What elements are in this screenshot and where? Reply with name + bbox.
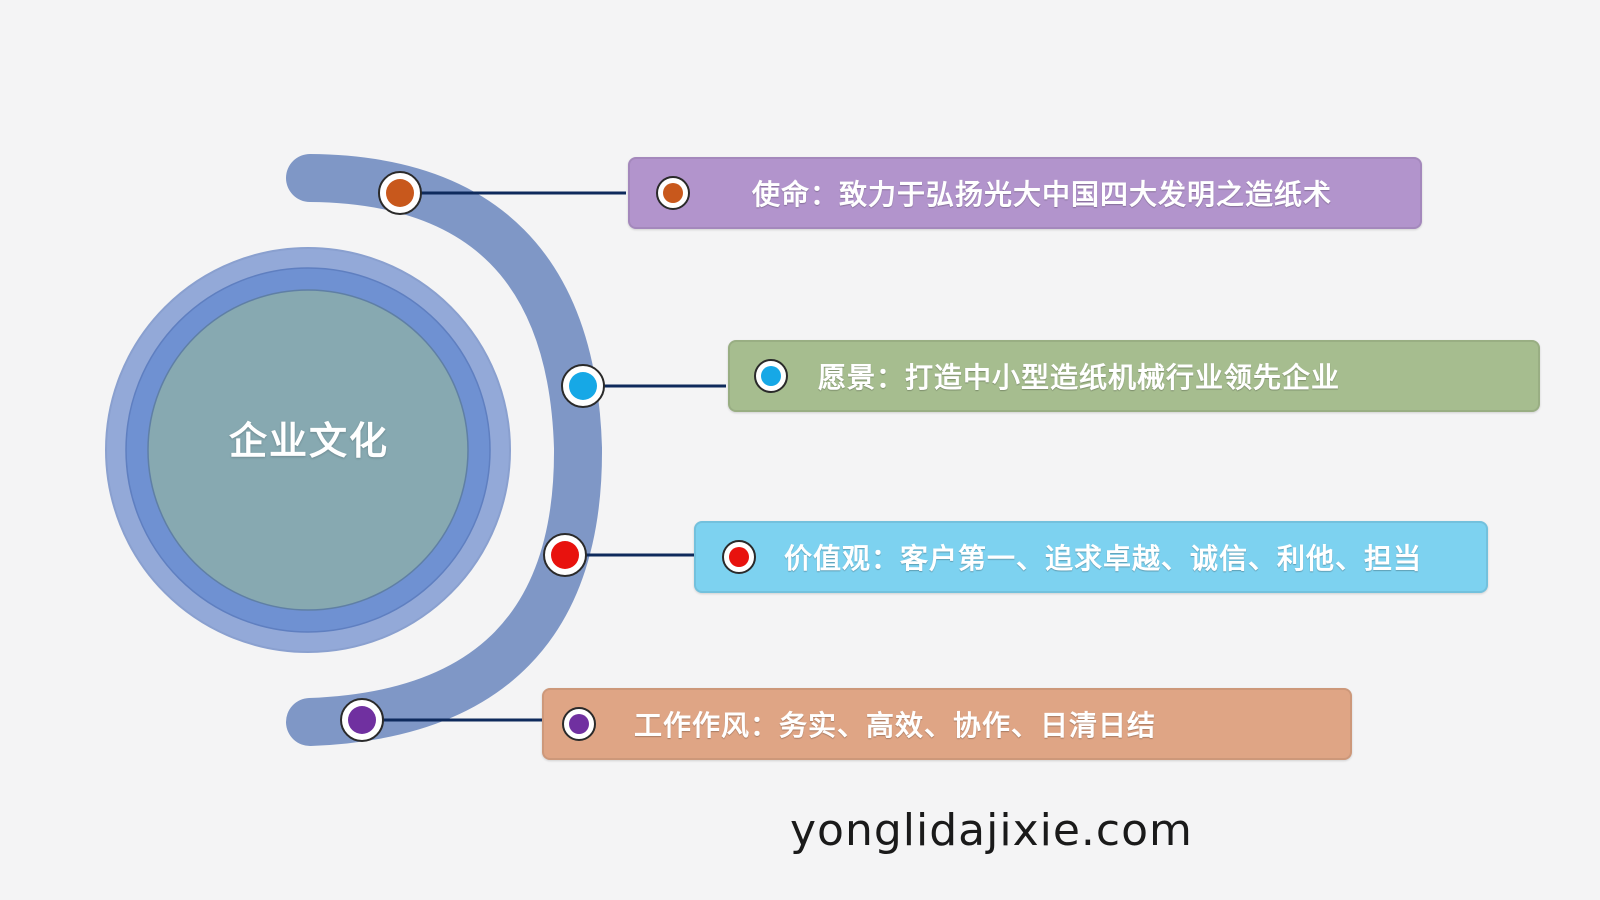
work-style-bullet-icon [562, 707, 596, 741]
arc-node-vision [561, 364, 605, 408]
mission-bar: 使命：致力于弘扬光大中国四大发明之造纸术 [628, 157, 1422, 229]
arc-node-mission [378, 171, 422, 215]
values-bar: 价值观：客户第一、追求卓越、诚信、利他、担当 [694, 521, 1488, 593]
values-text: 价值观：客户第一、追求卓越、诚信、利他、担当 [784, 542, 1423, 575]
work-style-text: 工作作风：务实、高效、协作、日清日结 [634, 709, 1157, 742]
arc-node-values [543, 533, 587, 577]
center-title: 企业文化 [228, 419, 389, 463]
website-watermark: yonglidajixie.com [790, 805, 1193, 856]
work-style-bar: 工作作风：务实、高效、协作、日清日结 [542, 688, 1352, 760]
arc-node-work-style [340, 698, 384, 742]
mission-bullet-icon [656, 176, 690, 210]
core-circle [147, 289, 469, 611]
arc-band [286, 154, 603, 746]
values-bullet-icon [722, 540, 756, 574]
vision-bullet-icon [754, 359, 788, 393]
vision-bar: 愿景：打造中小型造纸机械行业领先企业 [728, 340, 1540, 412]
vision-text: 愿景：打造中小型造纸机械行业领先企业 [818, 361, 1341, 394]
mission-text: 使命：致力于弘扬光大中国四大发明之造纸术 [752, 178, 1333, 211]
